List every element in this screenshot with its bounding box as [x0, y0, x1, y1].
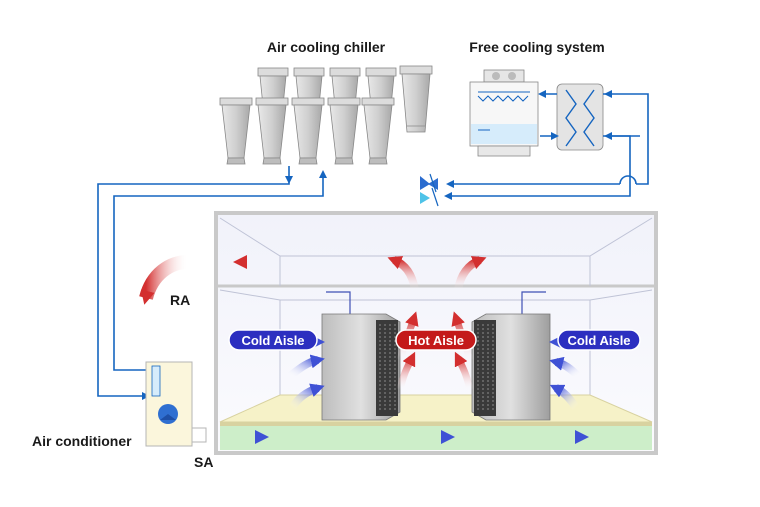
hot-aisle-badge: Hot Aisle: [395, 329, 477, 351]
valve-icon: [420, 173, 439, 207]
piping: [97, 90, 649, 400]
svg-text:Cold Aisle: Cold Aisle: [241, 333, 304, 348]
cold-aisle-left-badge: Cold Aisle: [228, 329, 318, 351]
heat-exchanger-icon: [556, 83, 604, 151]
sa-label: SA: [194, 454, 213, 470]
server-rack-icon: [321, 291, 401, 421]
cold-aisle-right-badge: Cold Aisle: [557, 329, 641, 351]
air-cooling-chiller-title: Air cooling chiller: [267, 39, 386, 55]
svg-text:Hot Aisle: Hot Aisle: [408, 333, 464, 348]
free-cooling-system-title: Free cooling system: [469, 39, 604, 55]
air-conditioner-label: Air conditioner: [32, 433, 132, 449]
ra-label: RA: [170, 292, 190, 308]
svg-text:Cold Aisle: Cold Aisle: [567, 333, 630, 348]
air-conditioner-unit: [145, 361, 207, 447]
fan-icon: [158, 404, 178, 424]
hot-air-flow: [139, 255, 487, 391]
chiller-unit-icon: [219, 97, 395, 165]
server-rack-icon: [471, 291, 551, 421]
cold-air-flow: [206, 335, 589, 444]
cooling-tower-icon: [469, 69, 539, 157]
